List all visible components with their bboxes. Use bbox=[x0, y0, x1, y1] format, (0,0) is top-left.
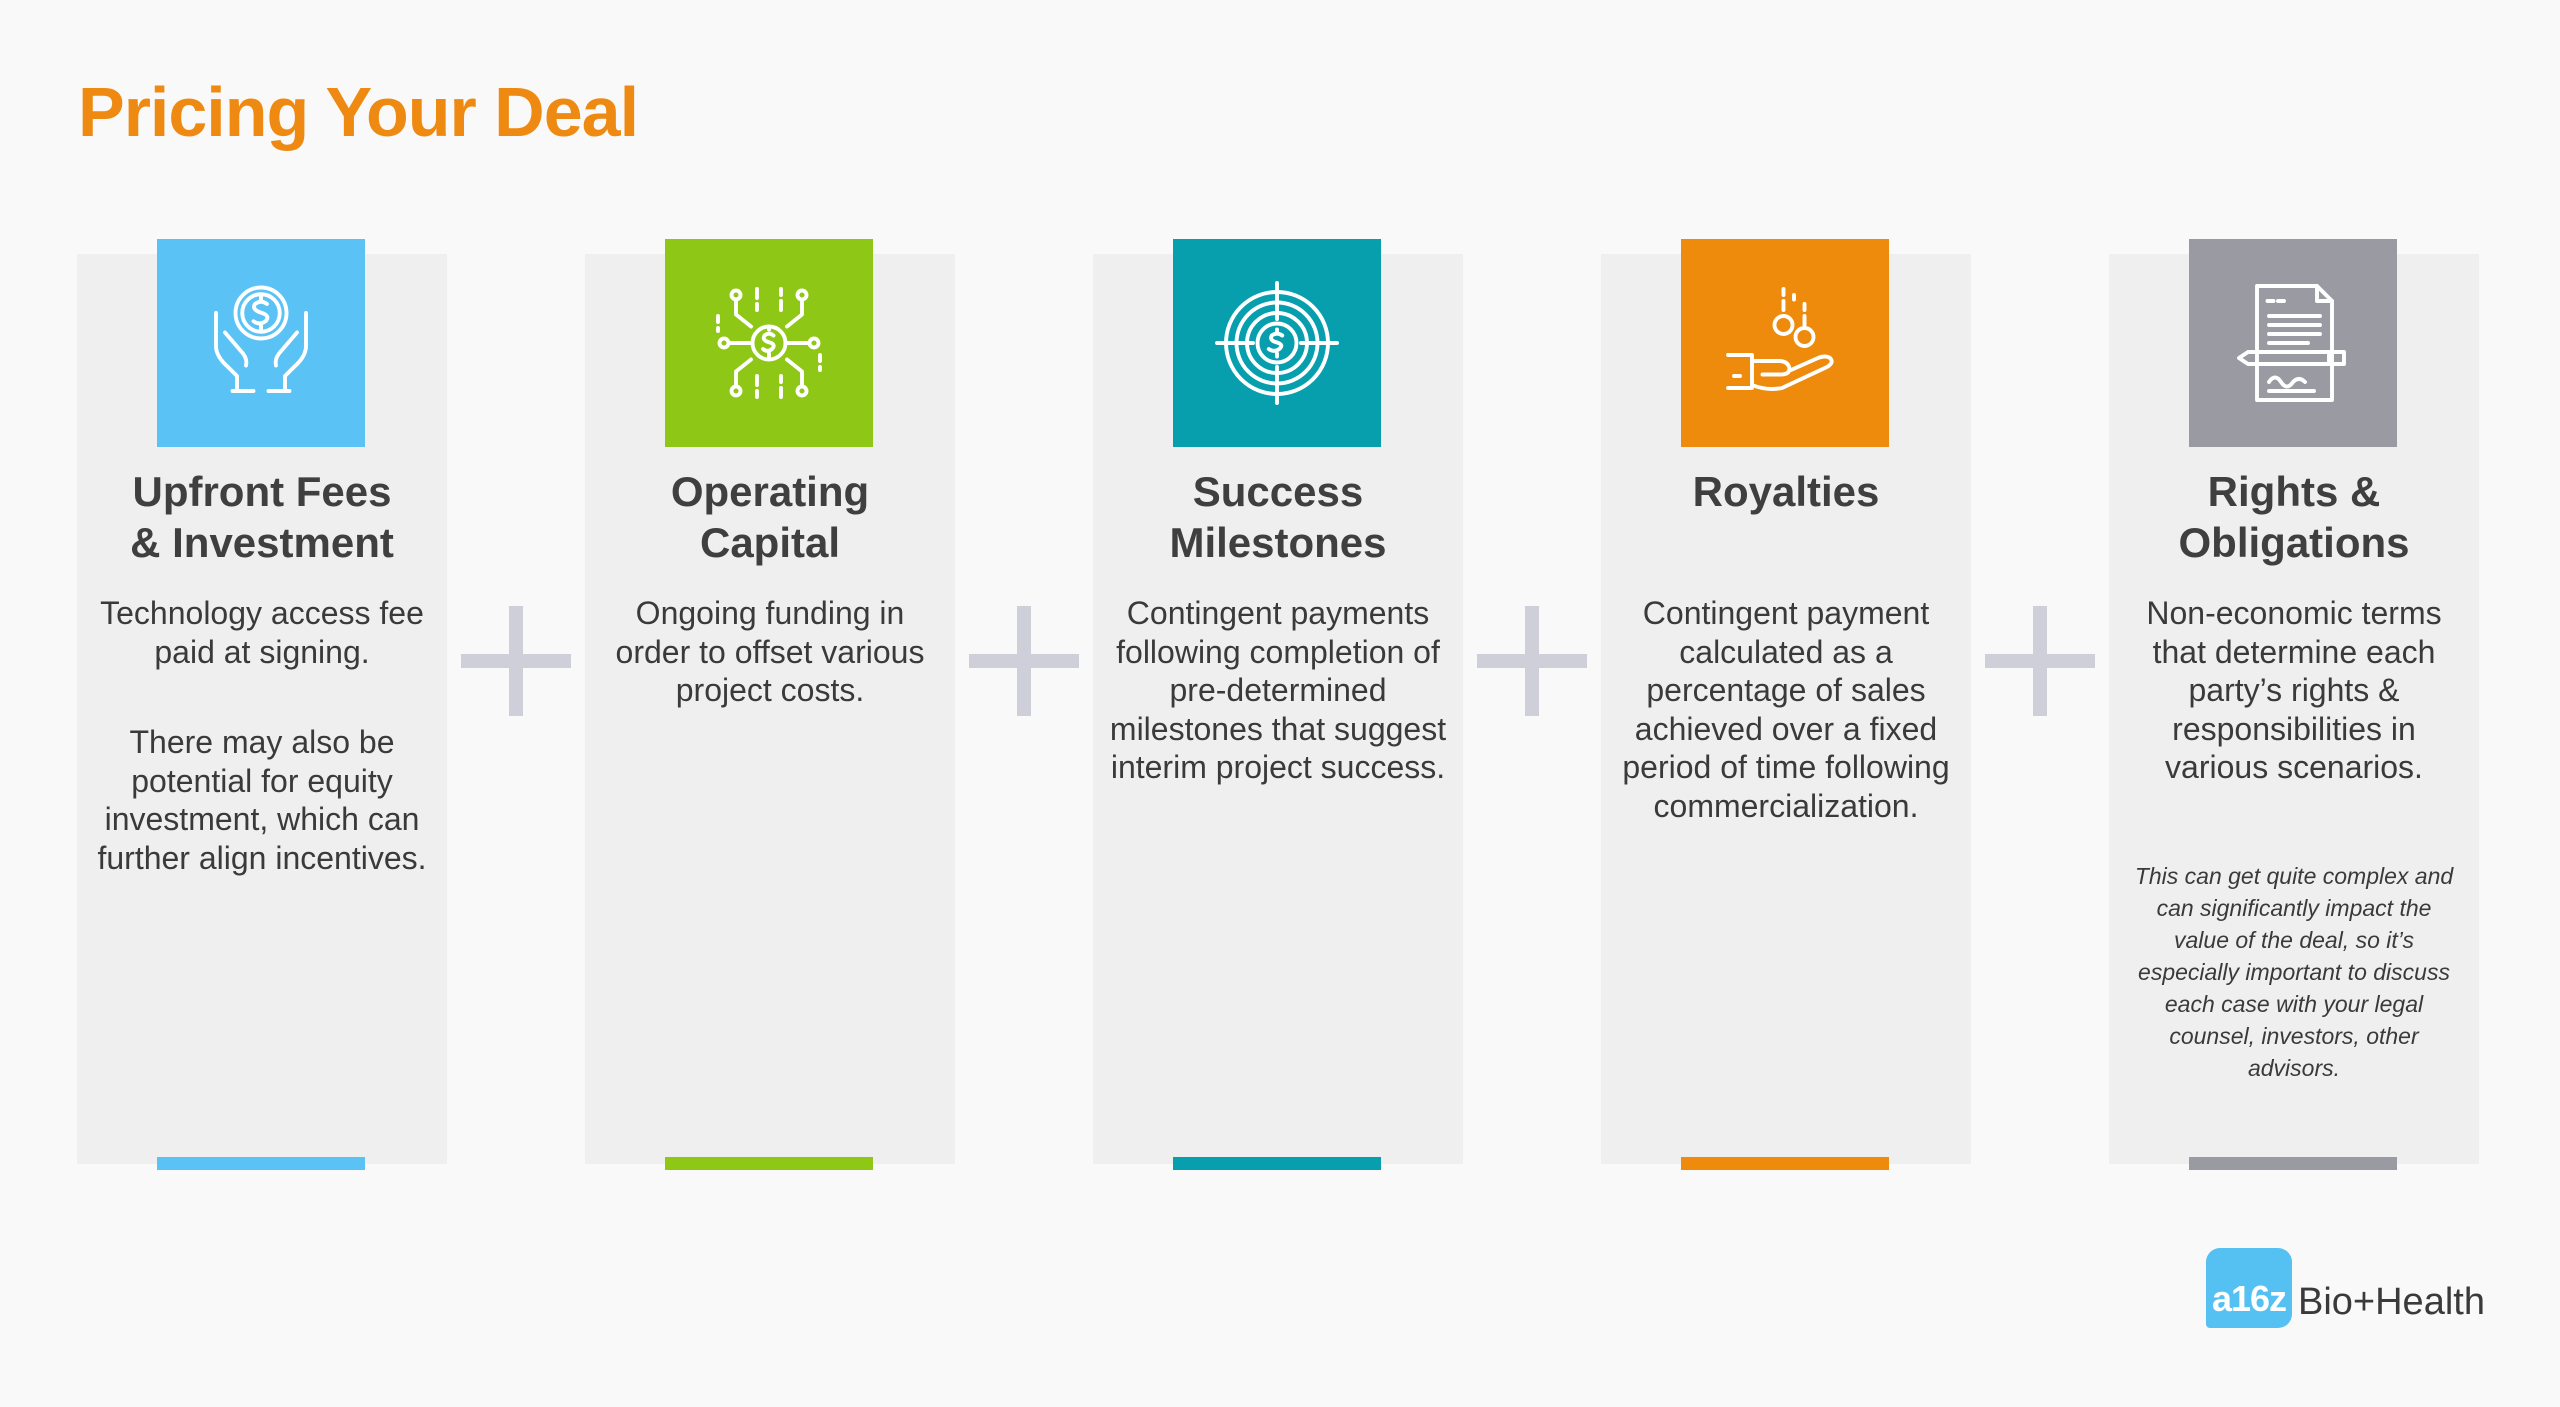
circuit-dollar-icon bbox=[665, 239, 873, 447]
card-accent-bar bbox=[157, 1157, 365, 1170]
logo-text: Bio+Health bbox=[2298, 1280, 2485, 1323]
hands-dollar-icon bbox=[157, 239, 365, 447]
card-description: Contingent payments following completion… bbox=[1109, 595, 1447, 785]
page-title: Pricing Your Deal bbox=[78, 73, 639, 151]
card-rights-obligations: Rights & Obligations Non-economic terms … bbox=[2109, 239, 2479, 1170]
card-success-milestones: Success Milestones Contingent payments f… bbox=[1093, 239, 1463, 1170]
plus-icon bbox=[1985, 606, 2095, 716]
card-upfront-fees: Upfront Fees & Investment Technology acc… bbox=[77, 239, 447, 1170]
card-accent-bar bbox=[1173, 1157, 1381, 1170]
card-accent-bar bbox=[1681, 1157, 1889, 1170]
target-dollar-icon bbox=[1173, 239, 1381, 447]
plus-icon bbox=[1477, 606, 1587, 716]
card-title: Rights & Obligations bbox=[2178, 468, 2410, 566]
card-description: Technology access fee paid at signing. T… bbox=[97, 595, 427, 876]
card-title: Royalties bbox=[1692, 468, 1880, 515]
card-accent-bar bbox=[665, 1157, 873, 1170]
company-logo: a16z Bio+Health bbox=[2206, 1248, 2485, 1328]
plus-icon bbox=[461, 606, 571, 716]
card-description: Contingent payment calculated as a perce… bbox=[1622, 595, 1950, 824]
logo-badge: a16z bbox=[2206, 1248, 2292, 1328]
card-royalties: Royalties Contingent payment calculated … bbox=[1601, 239, 1971, 1170]
card-note: This can get quite complex and can signi… bbox=[2134, 863, 2454, 1081]
card-accent-bar bbox=[2189, 1157, 2397, 1170]
card-title: Upfront Fees & Investment bbox=[130, 468, 394, 566]
card-description: Non-economic terms that determine each p… bbox=[2146, 595, 2442, 785]
card-title: Operating Capital bbox=[670, 468, 870, 566]
card-title: Success Milestones bbox=[1169, 468, 1387, 566]
hand-coins-icon bbox=[1681, 239, 1889, 447]
plus-icon bbox=[969, 606, 1079, 716]
card-operating-capital: Operating Capital Ongoing funding in ord… bbox=[585, 239, 955, 1170]
card-description: Ongoing funding in order to offset vario… bbox=[615, 595, 925, 708]
document-pen-icon bbox=[2189, 239, 2397, 447]
